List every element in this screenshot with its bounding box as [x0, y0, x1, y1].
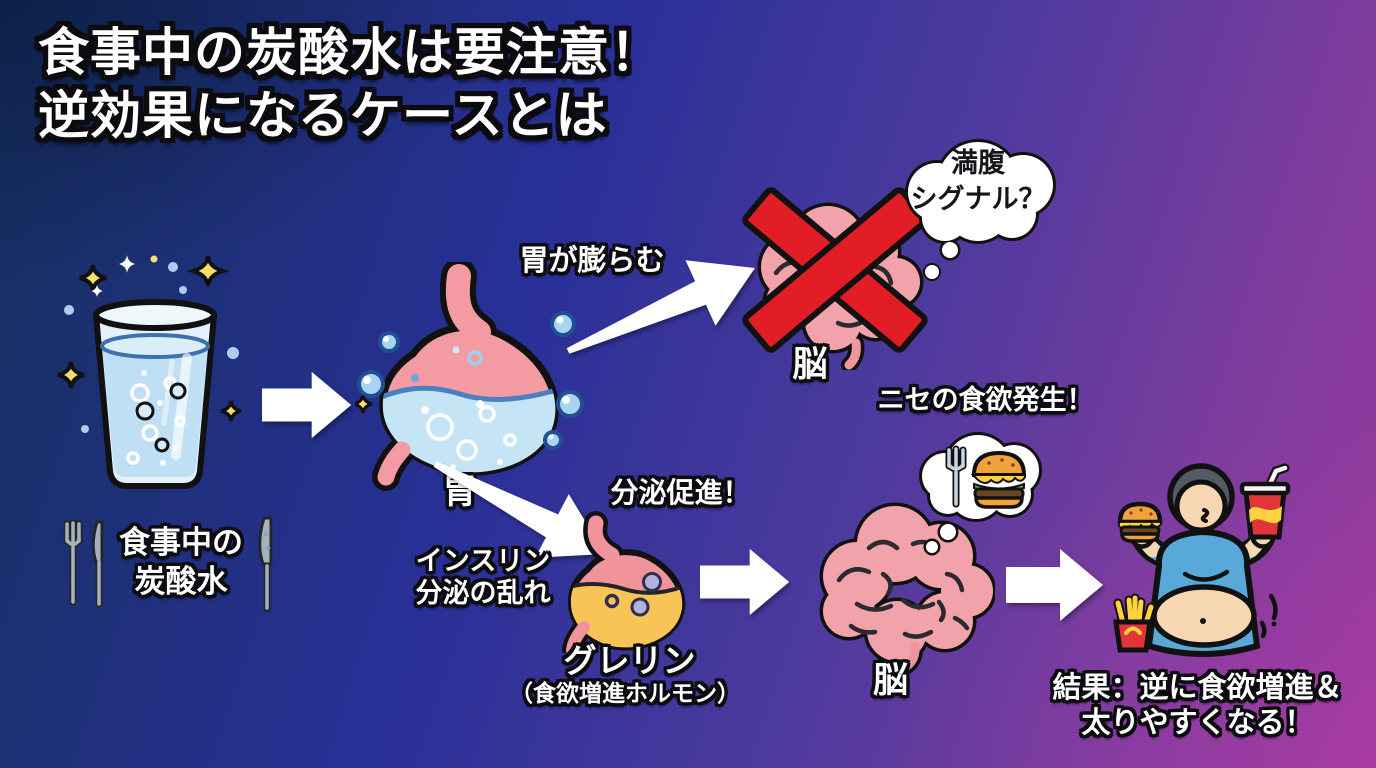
brain-blocked-label: 脳	[792, 345, 828, 385]
page-title: 食事中の炭酸水は要注意！ 逆効果になるケースとは	[38, 22, 662, 148]
ghrelin-promote-label: 分泌促進！	[610, 476, 751, 509]
result-line-2: 太りやすくなる！	[1081, 705, 1314, 740]
burger-icon	[970, 450, 1027, 509]
brain-appetite-label: 脳	[872, 661, 908, 701]
ghrelin-stomach-icon	[562, 511, 686, 653]
satiety-thought-line-1: 満腹	[951, 148, 1005, 179]
water-label-line-2: 炭酸水	[134, 564, 228, 600]
brain-appetite-icon	[819, 502, 995, 674]
sparkles	[57, 255, 242, 433]
knife-icon	[258, 516, 273, 612]
soda-bubbles	[357, 311, 584, 450]
fake-appetite-label: ニセの食欲発生！	[877, 385, 1094, 416]
stomach-swell-label: 胃が膨らむ	[519, 243, 665, 277]
motion-dashes	[1259, 593, 1278, 639]
fork-and-knife-icon	[63, 519, 104, 608]
insulin-line-1: インスリン	[415, 546, 551, 577]
result-line-1: 結果：逆に食欲増進＆	[1052, 670, 1343, 704]
satiety-thought-text: 満腹 シグナル？	[898, 146, 1058, 219]
arrow-water-to-stomach-icon	[262, 371, 352, 439]
glass	[93, 299, 217, 489]
belly	[1151, 584, 1257, 648]
water-label-row: 食事中の 炭酸水	[40, 514, 298, 612]
brain-blocked-icon	[742, 187, 928, 370]
fork-icon	[945, 445, 967, 508]
insulin-line-2: 分泌の乱れ	[415, 577, 551, 609]
ghrelin-label: グレリン	[563, 641, 696, 680]
arrow-ghrelin-to-brain-icon	[700, 548, 790, 616]
ghrelin-sublabel: （食欲増進ホルモン）	[510, 681, 740, 707]
burger-in-hand-icon	[1117, 501, 1163, 543]
title-line-1: 食事中の炭酸水は要注意！	[38, 24, 663, 83]
insulin-label: インスリン 分泌の乱れ	[403, 546, 563, 610]
face	[1174, 479, 1228, 533]
stomach-icon	[355, 262, 584, 491]
food-thought-cloud-icon	[919, 432, 1042, 556]
brain-folds	[836, 539, 970, 639]
thought-cloud-icon	[905, 139, 1056, 281]
title-line-2: 逆効果になるケースとは	[38, 87, 608, 147]
result-label: 結果：逆に食欲増進＆ 太りやすくなる！	[1025, 670, 1370, 741]
sparkle	[355, 394, 373, 414]
arrow-brain-to-person-icon	[1006, 549, 1103, 621]
arrow-stomach-to-ghrelin-icon	[433, 461, 605, 558]
red-cross-icon	[742, 187, 928, 353]
water-label-text: 食事中の 炭酸水	[119, 524, 243, 602]
mouth	[1200, 508, 1210, 523]
sparkling-water-glass-icon	[57, 255, 242, 489]
french-fries-icon	[1113, 593, 1156, 653]
arrow-stomach-to-brain-icon	[566, 260, 755, 354]
satiety-thought-line-2: シグナル？	[910, 184, 1046, 216]
water-label-line-1: 食事中の	[119, 525, 243, 562]
soda-cup-icon	[1239, 463, 1291, 540]
overeating-person-icon	[1113, 463, 1291, 657]
